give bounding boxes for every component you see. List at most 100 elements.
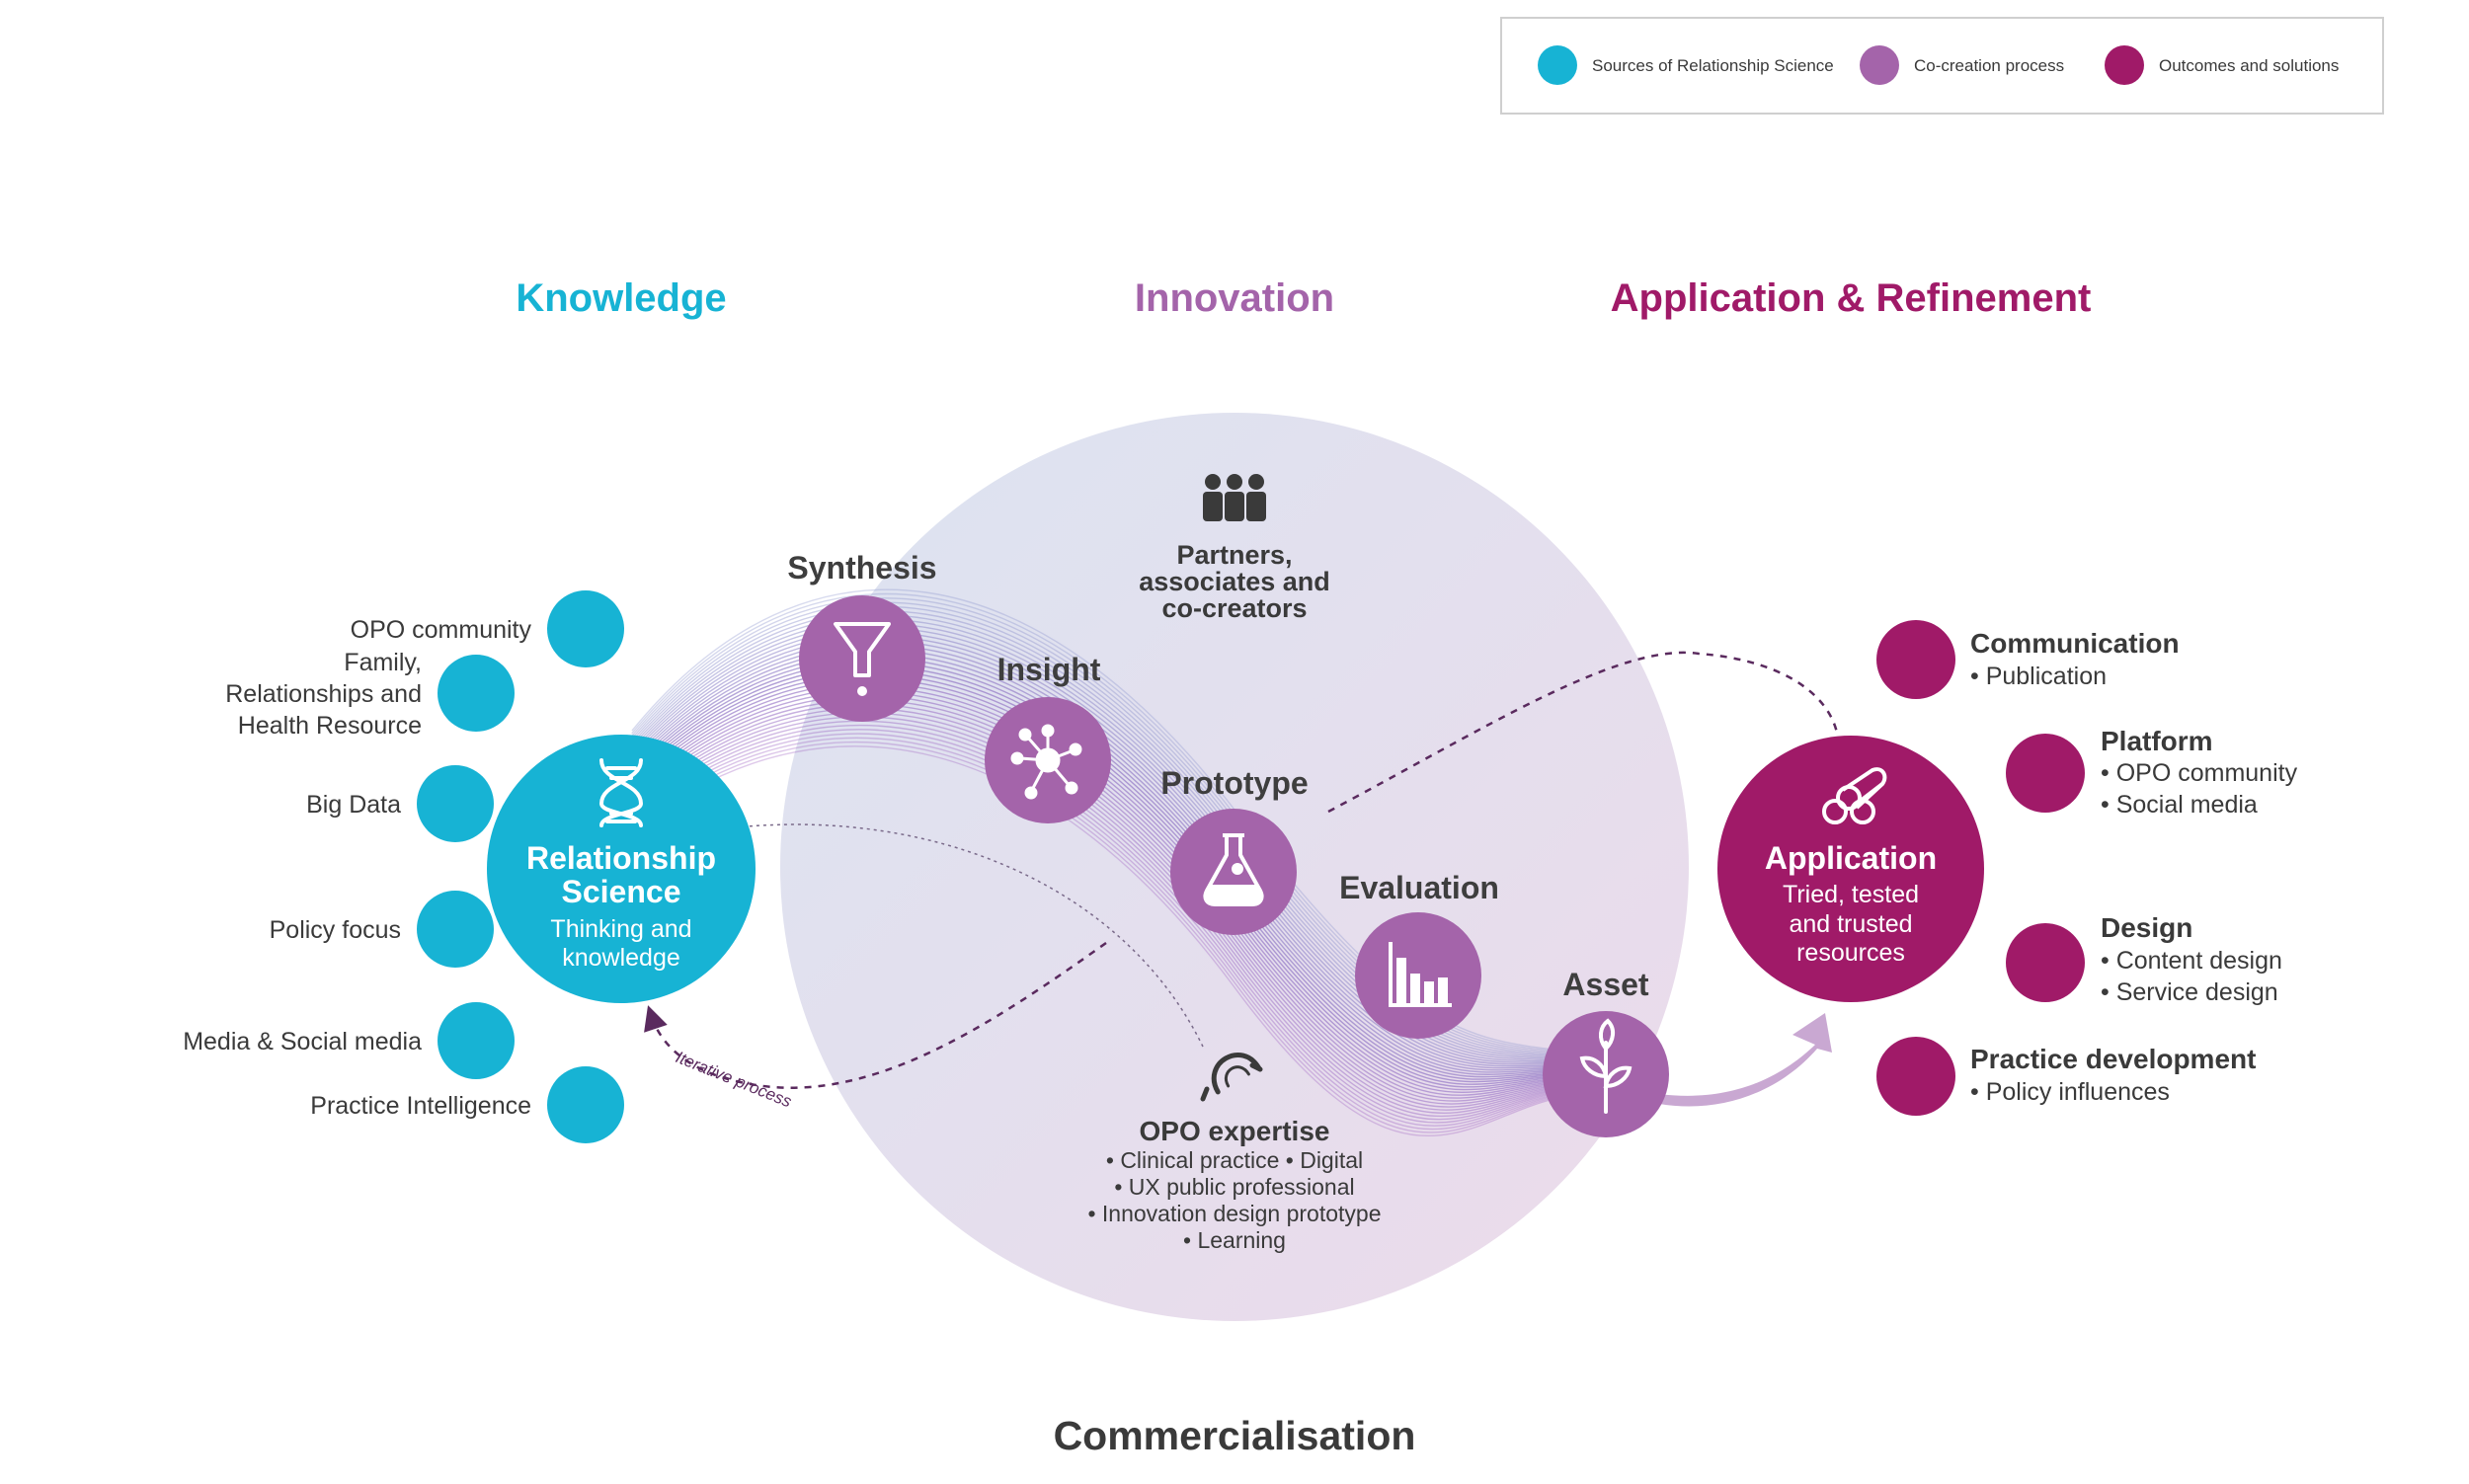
step-synthesis[interactable]: Synthesis (787, 550, 937, 722)
step-asset-label: Asset (1562, 967, 1649, 1002)
dna-icon (598, 758, 644, 827)
asset-to-application-arrow (1659, 1013, 1832, 1107)
heading-knowledge: Knowledge (516, 276, 726, 320)
flow-ribbon-line (622, 725, 1611, 1121)
step-synthesis-label: Synthesis (787, 550, 936, 586)
flow-ribbon-line (631, 592, 1611, 1058)
funnel-icon (834, 622, 891, 696)
heading-application: Application & Refinement (1611, 276, 2092, 320)
source-circle (547, 1066, 624, 1143)
partners-line-2: associates and (1139, 567, 1330, 596)
flow-ribbon-line (629, 623, 1611, 1066)
network-icon (1010, 724, 1082, 800)
legend-label-outcomes: Outcomes and solutions (2159, 56, 2339, 75)
people-icon (1203, 474, 1266, 521)
legend-label-cocreation: Co-creation process (1914, 56, 2064, 75)
iterative-process-label: Iterative process (674, 1048, 795, 1112)
flow-ribbon-line (622, 737, 1611, 1131)
source-label: Policy focus (270, 916, 401, 944)
legend-swatch-cocreation (1860, 45, 1899, 85)
relationship-science-subtitle-1: Thinking and (550, 915, 691, 943)
partners-line-1: Partners, (1176, 540, 1292, 570)
application-circle (1717, 736, 1984, 1002)
expertise-item-4: • Learning (1183, 1227, 1286, 1253)
step-evaluation[interactable]: Evaluation (1339, 870, 1499, 1039)
outcome-design[interactable]: Design • Content design • Service design (2006, 912, 2282, 1006)
legend-swatch-outcomes (2105, 45, 2144, 85)
source-label: Media & Social media (183, 1028, 422, 1055)
expertise-title: OPO expertise (1140, 1116, 1330, 1146)
flow-ribbon-line (622, 729, 1611, 1124)
outcome-practice-development-circle (1876, 1037, 1955, 1116)
source-circle (417, 891, 494, 968)
flow-ribbon-line (630, 610, 1611, 1063)
source-policy-focus[interactable]: Policy focus (270, 891, 494, 968)
source-circle (417, 765, 494, 842)
iterative-arrow (644, 941, 1107, 1089)
source-opo-community[interactable]: OPO community (351, 590, 624, 667)
expertise-item-3: • Innovation design prototype (1087, 1201, 1381, 1226)
source-label: OPO community (351, 616, 532, 644)
flow-ribbon-line (629, 627, 1611, 1067)
flow-ribbon-line (623, 720, 1611, 1118)
flow-ribbon-line (630, 605, 1611, 1062)
step-asset[interactable]: Asset (1543, 967, 1669, 1137)
expertise-group: OPO expertise • Clinical practice • Digi… (1087, 1053, 1382, 1253)
step-synthesis-circle (799, 595, 925, 722)
outcome-practice-development-item-1: • Policy influences (1970, 1078, 2170, 1106)
outcome-practice-development[interactable]: Practice development • Policy influences (1876, 1037, 2256, 1116)
magnet-icon (1200, 1053, 1263, 1102)
outcome-communication[interactable]: Communication • Publication (1876, 620, 2180, 699)
relationship-science-title-2: Science (562, 874, 681, 909)
step-prototype[interactable]: Prototype (1160, 765, 1309, 935)
application-subtitle-2: and trusted (1789, 910, 1912, 938)
relationship-science-circle (487, 735, 756, 1003)
outcome-practice-development-title: Practice development (1970, 1044, 2256, 1074)
prototype-to-application-link (1327, 651, 1839, 814)
source-media-social-media[interactable]: Media & Social media (183, 1002, 515, 1079)
application-subtitle-3: resources (1796, 939, 1905, 967)
step-prototype-label: Prototype (1160, 765, 1308, 801)
legend: Sources of Relationship Science Co-creat… (1500, 17, 2384, 115)
outcome-design-item-1: • Content design (2101, 947, 2282, 975)
outcome-platform-title: Platform (2101, 726, 2213, 756)
source-label: Big Data (306, 791, 401, 819)
source-practice-intelligence[interactable]: Practice Intelligence (310, 1066, 624, 1143)
flow-ribbon-line (623, 716, 1611, 1114)
source-circle (438, 1002, 515, 1079)
application-node[interactable]: Application Tried, tested and trusted re… (1717, 736, 1984, 1002)
outcome-design-title: Design (2101, 912, 2192, 943)
outcome-platform-item-2: • Social media (2101, 791, 2258, 819)
step-evaluation-label: Evaluation (1339, 870, 1499, 905)
footer-commercialisation: Commercialisation (1054, 1413, 1416, 1458)
partners-group: Partners, associates and co-creators (1139, 474, 1330, 623)
outcome-design-item-2: • Service design (2101, 978, 2278, 1006)
flow-ribbon-line (621, 745, 1611, 1136)
application-subtitle-1: Tried, tested (1783, 881, 1919, 908)
expertise-item-2: • UX public professional (1114, 1174, 1354, 1200)
relationship-science-node[interactable]: Relationship Science Thinking and knowle… (487, 735, 756, 1003)
outcome-communication-title: Communication (1970, 628, 2180, 659)
heading-innovation: Innovation (1135, 276, 1334, 320)
source-label: Health Resource (238, 712, 422, 740)
sprout-icon (1579, 1018, 1633, 1114)
source-circle (438, 655, 515, 732)
source-big-data[interactable]: Big Data (306, 765, 494, 842)
source-label: Practice Intelligence (310, 1092, 531, 1120)
legend-label-sources: Sources of Relationship Science (1592, 56, 1834, 75)
bar-chart-icon (1389, 942, 1452, 1007)
outcome-platform[interactable]: Platform • OPO community • Social media (2006, 726, 2298, 819)
flow-ribbon-line (621, 741, 1611, 1133)
source-circle (547, 590, 624, 667)
outcome-design-circle (2006, 923, 2085, 1002)
source-label: Relationships and (225, 680, 422, 708)
step-insight[interactable]: Insight (985, 652, 1111, 823)
flow-ribbon-line (630, 601, 1611, 1060)
source-label: Family, (344, 649, 422, 676)
step-insight-label: Insight (997, 652, 1101, 687)
relationship-science-subtitle-2: knowledge (562, 944, 680, 972)
partners-line-3: co-creators (1161, 593, 1307, 623)
